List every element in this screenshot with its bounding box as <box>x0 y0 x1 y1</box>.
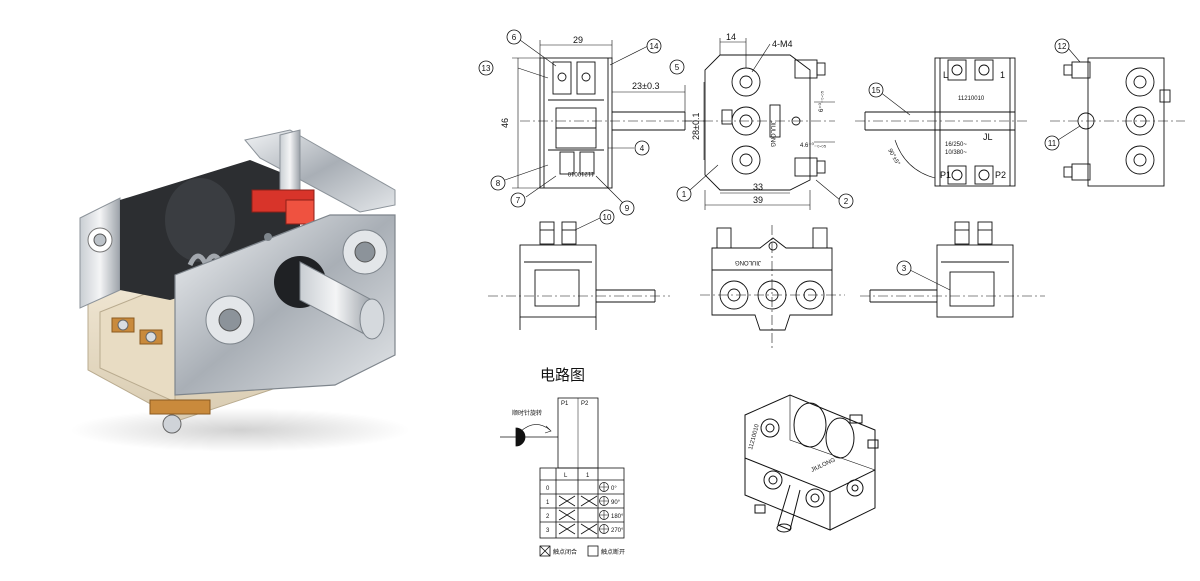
svg-text:7: 7 <box>516 196 521 205</box>
side-dim-mid: 33 <box>753 182 763 192</box>
right-balloon-11: 11 <box>1044 135 1060 151</box>
rear-terminal-l: L <box>943 70 948 80</box>
svg-text:9: 9 <box>625 204 630 213</box>
rear-angle: 90°±5° <box>886 148 901 167</box>
front-balloon-7: 7 <box>510 192 526 208</box>
rotary-switch-photo-icon <box>70 129 410 452</box>
circuit-row-angle: 180° <box>611 514 624 520</box>
svg-text:5: 5 <box>675 63 680 72</box>
rear-rating-2: 10/380~ <box>945 150 967 156</box>
contact-closed-icon <box>580 495 598 507</box>
legend-closed-label: 触点闭合 <box>553 548 577 556</box>
contact-closed-icon <box>558 495 576 507</box>
front-balloon-14: 14 <box>646 38 662 54</box>
rear-view-drawing <box>855 57 1030 187</box>
circuit-col-label-1: 1 <box>586 473 590 479</box>
front-balloon-5: 5 <box>669 59 685 75</box>
side-dim-tol2: 4.6⁺⁰₋₀.₀₅ <box>800 142 827 149</box>
svg-text:8: 8 <box>496 179 501 188</box>
side-view-drawing <box>685 38 841 210</box>
svg-text:11: 11 <box>1048 139 1057 148</box>
svg-text:14: 14 <box>650 42 659 51</box>
rear-balloon-15: 15 <box>868 82 884 98</box>
front-code: 11210010 <box>567 170 594 176</box>
lower-center-view-drawing <box>700 225 845 350</box>
side-brand: JIULONG <box>769 121 775 147</box>
circuit-top-label-p2: P2 <box>581 401 589 407</box>
front-dim-height: 46 <box>500 118 510 128</box>
legend-open-symbol-icon <box>587 545 599 557</box>
contact-closed-icon <box>580 523 598 535</box>
circuit-top-label-p1: P1 <box>561 401 569 407</box>
front-balloon-4: 4 <box>634 140 650 156</box>
side-dim-holes: 4-M4 <box>772 39 793 49</box>
side-dim-offset: 28±0.1 <box>691 113 701 140</box>
circuit-table-row: 3 270° <box>546 523 624 535</box>
rear-terminal-p2: P2 <box>995 170 1006 180</box>
front-balloon-10: 10 <box>599 209 615 225</box>
legend-open-label: 触点断开 <box>601 548 625 556</box>
circuit-row-position: 1 <box>546 500 550 506</box>
circuit-legend: 触点闭合 触点断开 <box>539 545 625 557</box>
circuit-table-rows: 0 0° 1 90° 2 180° 3 270° <box>546 482 624 535</box>
circuit-title: 电路图 <box>540 367 585 384</box>
circuit-table-row: 0 0° <box>546 482 617 492</box>
right-balloon-12: 12 <box>1054 38 1070 54</box>
iso-code: 11210010 <box>748 423 761 451</box>
circuit-row-angle: 270° <box>611 528 624 534</box>
svg-text:15: 15 <box>872 86 881 95</box>
circuit-row-angle: 90° <box>611 500 621 506</box>
iso-brand: JIULONG <box>810 457 836 474</box>
circuit-row-position: 3 <box>546 528 550 534</box>
circuit-row-angle: 0° <box>611 486 617 492</box>
svg-text:3: 3 <box>902 264 907 273</box>
right-view-drawing <box>1050 47 1185 187</box>
svg-text:6: 6 <box>512 33 517 42</box>
circuit-table-row: 1 90° <box>546 495 621 507</box>
side-balloon-1: 1 <box>676 186 692 202</box>
contact-closed-icon <box>558 509 576 521</box>
circuit-rotate-label: 顺时针旋转 <box>512 409 542 417</box>
front-balloon-6: 6 <box>506 29 522 45</box>
front-balloon-8: 8 <box>490 175 506 191</box>
rear-mark: JL <box>983 132 993 142</box>
circuit-col-label-l: L <box>564 473 568 479</box>
circuit-row-position: 2 <box>546 514 550 520</box>
front-balloon-9: 9 <box>619 200 635 216</box>
lower-balloon-3: 3 <box>896 260 912 276</box>
circuit-table-row: 2 180° <box>546 509 624 521</box>
rear-rating-1: 16/250~ <box>945 142 967 148</box>
contact-closed-icon <box>558 523 576 535</box>
front-dim-width: 29 <box>573 35 583 45</box>
front-dim-shaft: 23±0.3 <box>632 81 659 91</box>
svg-text:10: 10 <box>603 213 612 222</box>
lower-brand: JIULONG <box>735 259 761 265</box>
isometric-view-drawing <box>744 394 879 533</box>
legend-closed-symbol-icon <box>539 545 551 557</box>
side-dim-full: 39 <box>753 195 763 205</box>
lower-right-view-drawing <box>860 221 1045 318</box>
side-dim-top: 14 <box>726 32 736 42</box>
lower-left-view-drawing <box>488 221 670 330</box>
circuit-row-position: 0 <box>546 486 550 492</box>
side-dim-tol1: 6⁺⁰₋₀.₀₅ <box>818 90 825 112</box>
svg-text:13: 13 <box>482 64 491 73</box>
svg-text:1: 1 <box>682 190 687 199</box>
svg-text:2: 2 <box>844 197 849 206</box>
svg-text:4: 4 <box>640 144 645 153</box>
circuit-diagram <box>500 397 625 539</box>
side-balloon-2: 2 <box>838 193 854 209</box>
rear-terminal-p1: P1 <box>940 170 951 180</box>
front-balloon-13: 13 <box>478 60 494 76</box>
rear-code: 11210010 <box>958 96 985 102</box>
rear-terminal-1: 1 <box>1000 70 1005 80</box>
svg-text:12: 12 <box>1058 42 1067 51</box>
